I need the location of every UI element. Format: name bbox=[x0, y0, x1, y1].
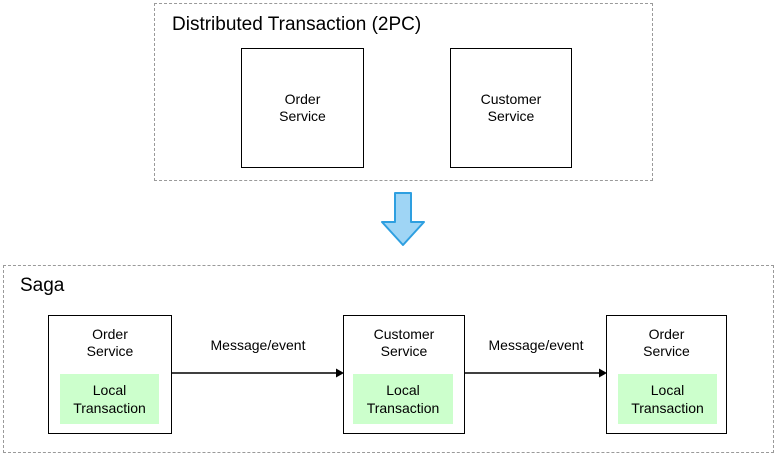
service-label-customer-service-2pc: Customer Service bbox=[480, 91, 542, 124]
group-saga bbox=[3, 265, 774, 453]
group-saga-title: Saga bbox=[20, 275, 65, 296]
flow-arrow-icon-1 bbox=[172, 368, 344, 378]
local-transaction-badge-3: Local Transaction bbox=[618, 374, 717, 424]
local-transaction-badge-2: Local Transaction bbox=[353, 374, 453, 424]
service-label-order-service-saga-1: Order Service bbox=[86, 326, 134, 359]
local-transaction-badge-1: Local Transaction bbox=[60, 374, 159, 424]
connector-label-message-event-1: Message/event bbox=[210, 337, 306, 353]
service-label-order-service-saga-2: Order Service bbox=[643, 326, 690, 359]
service-box-order-service-2pc: Order Service bbox=[241, 48, 364, 168]
group-distributed-transaction bbox=[154, 3, 653, 181]
connector-label-message-event-2: Message/event bbox=[488, 337, 584, 353]
service-label-order-service-2pc: Order Service bbox=[279, 91, 326, 124]
flow-arrow-icon-2 bbox=[465, 368, 607, 378]
service-label-customer-service-saga: Customer Service bbox=[373, 326, 435, 359]
down-arrow-icon bbox=[381, 192, 425, 246]
group-distributed-transaction-title: Distributed Transaction (2PC) bbox=[172, 14, 422, 35]
service-box-customer-service-2pc: Customer Service bbox=[450, 48, 572, 168]
